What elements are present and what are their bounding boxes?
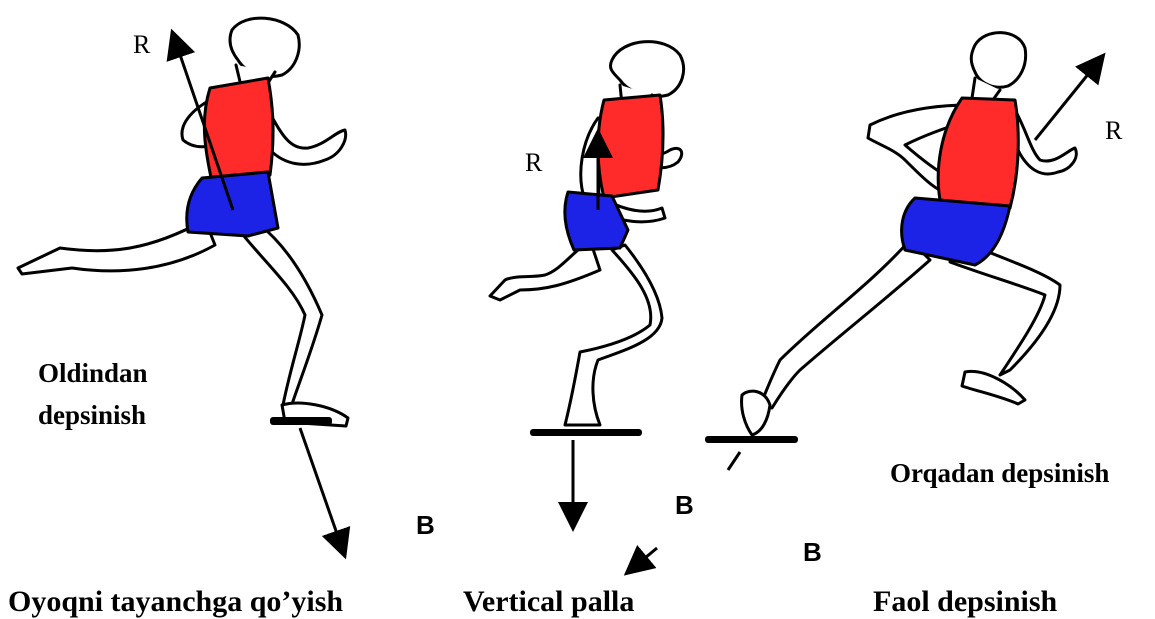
runner-2-force-r-label: R: [525, 148, 542, 178]
runner-1-note-line2: depsinish: [38, 394, 146, 436]
runner-1-ground-contact: [270, 417, 332, 425]
runner-2-ground-contact: [530, 429, 642, 436]
runner-3-phase-label: Faol depsinish: [873, 585, 1057, 619]
runner-3-figure: [742, 33, 1077, 435]
runner-2-force-b-label: B: [675, 490, 694, 521]
runner-1-force-r-label: R: [133, 30, 150, 60]
runner-3-force-b-label: B: [803, 537, 822, 568]
runner-1-force-b-label: B: [416, 510, 435, 541]
runner-1-note-line1: Oldindan: [38, 352, 148, 394]
runner-3-note: Orqadan depsinish: [890, 458, 1109, 489]
runner-3-force-r-arrow: [1035, 62, 1098, 140]
runner-3-force-b-arrow: [728, 452, 740, 470]
runner-1-force-b-arrow: [300, 428, 342, 548]
runner-2-secondary-arrow: [633, 548, 657, 568]
runner-1-phase-label: Oyoqni tayanchga qo’yish: [8, 585, 343, 619]
runner-3-force-r-label: R: [1105, 116, 1122, 146]
runner-2-figure: [490, 42, 684, 425]
runner-2-phase-label: Vertical palla: [463, 585, 634, 619]
runner-3-ground-contact: [705, 436, 798, 443]
